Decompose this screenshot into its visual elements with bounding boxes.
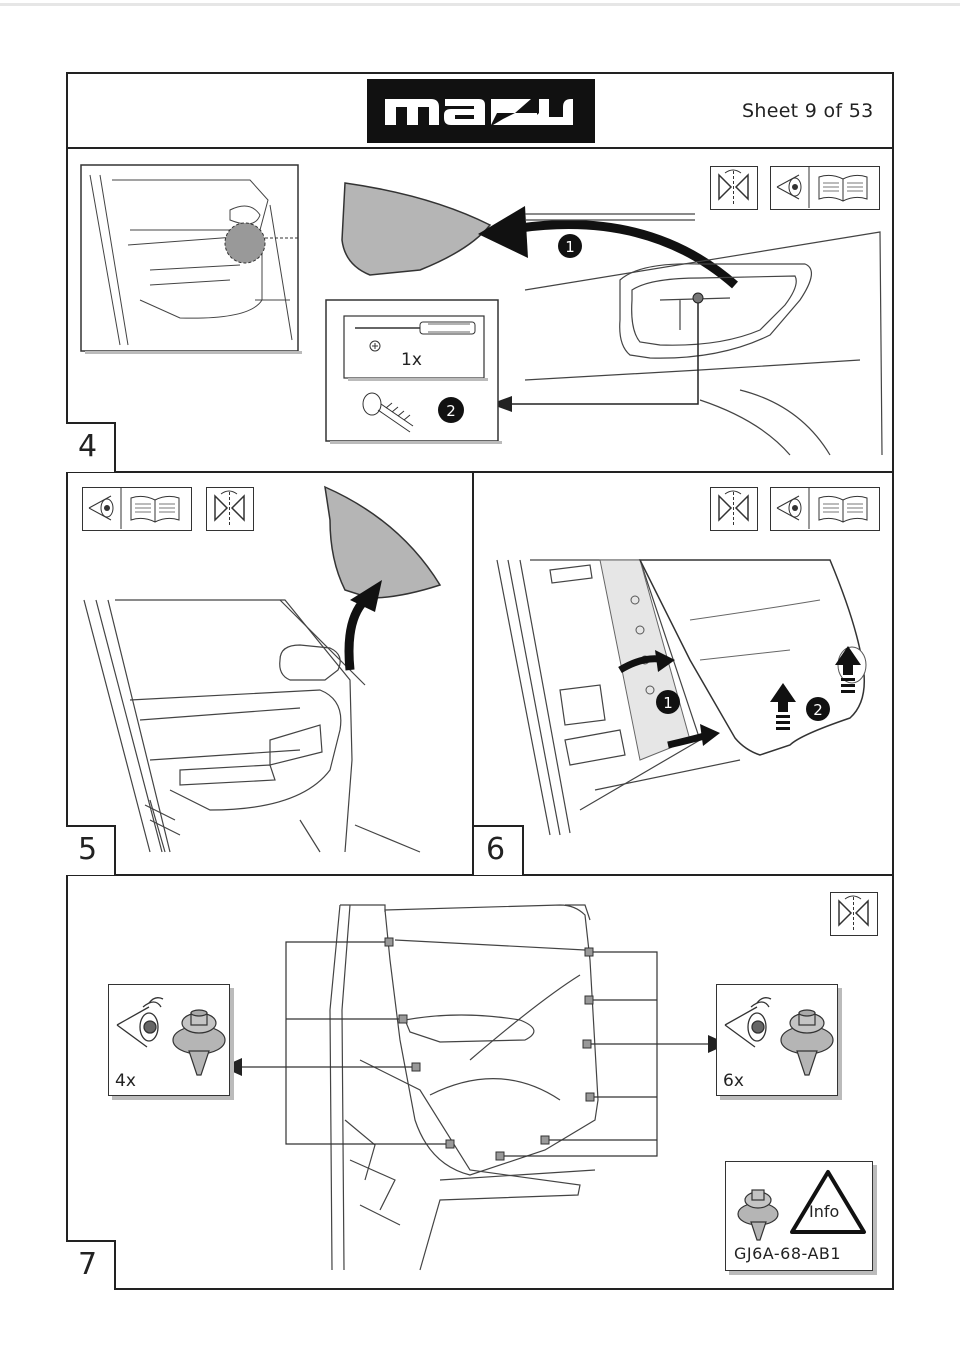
callout-1-marker	[656, 690, 680, 714]
info-box	[725, 1161, 873, 1271]
step-5-number: 5	[66, 825, 116, 875]
info-label: Info	[809, 1202, 840, 1221]
info-triangle-icon	[790, 1170, 866, 1234]
step-4-number: 4	[66, 422, 116, 472]
callout-2-marker	[806, 697, 830, 721]
mirror-side-icon	[710, 487, 758, 531]
mirror-side-icon	[206, 487, 254, 531]
clip-icon	[737, 1189, 779, 1241]
eye-icon	[116, 997, 164, 1048]
clips-left-quantity: 4x	[115, 1071, 136, 1091]
mirror-side-icon	[830, 892, 878, 936]
svg-text:2: 2	[446, 402, 456, 420]
eye-manual-icon	[770, 487, 880, 531]
screwdriver-icon	[355, 321, 476, 352]
top-rule	[0, 3, 960, 6]
mirror-side-icon	[710, 166, 758, 210]
row-divider-1	[66, 471, 894, 473]
svg-text:2: 2	[813, 701, 823, 719]
step-7-number: 7	[66, 1240, 116, 1290]
callout-2-marker	[438, 397, 464, 423]
step-6-number: 6	[474, 825, 524, 875]
clip-box-left	[108, 984, 230, 1096]
column-divider	[472, 471, 474, 876]
clip-icon	[780, 1009, 834, 1076]
eye-icon	[724, 997, 772, 1048]
brand-logo	[367, 79, 595, 143]
eye-manual-icon	[770, 166, 880, 210]
svg-text:1: 1	[565, 238, 575, 256]
instruction-sheet	[66, 72, 894, 1290]
clip-icon	[172, 1009, 226, 1076]
svg-text:1: 1	[663, 694, 673, 712]
tool-quantity: 1x	[401, 350, 422, 370]
screw-icon	[362, 392, 414, 433]
row-divider-2	[66, 874, 894, 876]
mazda-logo-mark	[385, 99, 573, 125]
header-divider	[66, 147, 894, 149]
clip-box-right	[716, 984, 838, 1096]
callout-1-marker	[558, 234, 582, 258]
clips-right-quantity: 6x	[723, 1071, 744, 1091]
part-number: GJ6A-68-AB1	[734, 1244, 842, 1263]
eye-manual-icon	[82, 487, 192, 531]
sheet-number: Sheet 9 of 53	[742, 100, 874, 122]
